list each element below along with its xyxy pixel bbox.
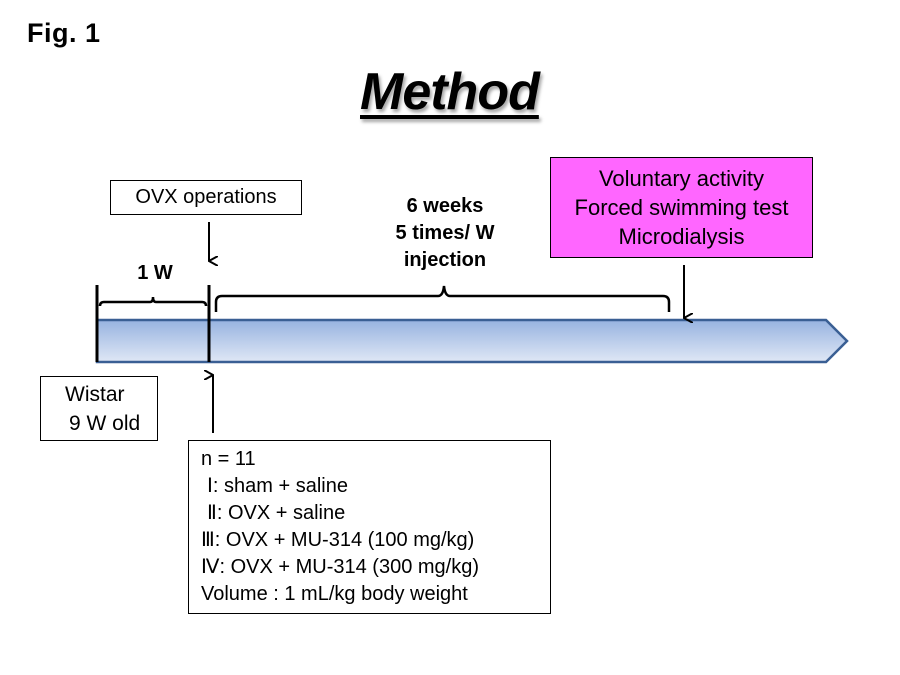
tests-box: Voluntary activity Forced swimming test … (550, 157, 813, 258)
treatment-duration: 6 weeks (406, 195, 484, 217)
group-sample-size: n = 11 (201, 448, 256, 470)
test-forced-swimming: Forced swimming test (574, 195, 789, 220)
animal-strain: Wistar (65, 383, 125, 406)
treatment-method: injection (403, 249, 487, 271)
group-item: Ⅰ: sham + saline (207, 475, 348, 497)
one-week-brace (98, 296, 208, 307)
pre-period-label: 1 W (137, 262, 173, 284)
animal-info-box: Wistar 9 W old (40, 376, 158, 441)
test-voluntary-activity: Voluntary activity (598, 166, 765, 191)
ovx-operations-box: OVX operations (110, 180, 302, 215)
treatment-period-brace (214, 285, 671, 312)
ovx-operations-label: OVX operations (135, 186, 277, 208)
treatment-period-label: 6 weeks 5 times/ W injection (345, 193, 545, 274)
group-item: Ⅳ: OVX + MU-314 (300 mg/kg) (201, 556, 479, 578)
group-item: Ⅱ: OVX + saline (207, 502, 346, 524)
figure-label: Fig. 1 (27, 18, 101, 48)
animal-age: 9 W old (69, 412, 141, 435)
injection-volume: Volume : 1 mL/kg body weight (201, 583, 468, 605)
groups-box: n = 11 Ⅰ: sham + saline Ⅱ: OVX + saline … (188, 440, 551, 614)
diagram-title: Method (360, 63, 540, 121)
treatment-frequency: 5 times/ W (395, 222, 495, 244)
group-item: Ⅲ: OVX + MU-314 (100 mg/kg) (201, 529, 475, 551)
test-microdialysis: Microdialysis (618, 224, 745, 249)
